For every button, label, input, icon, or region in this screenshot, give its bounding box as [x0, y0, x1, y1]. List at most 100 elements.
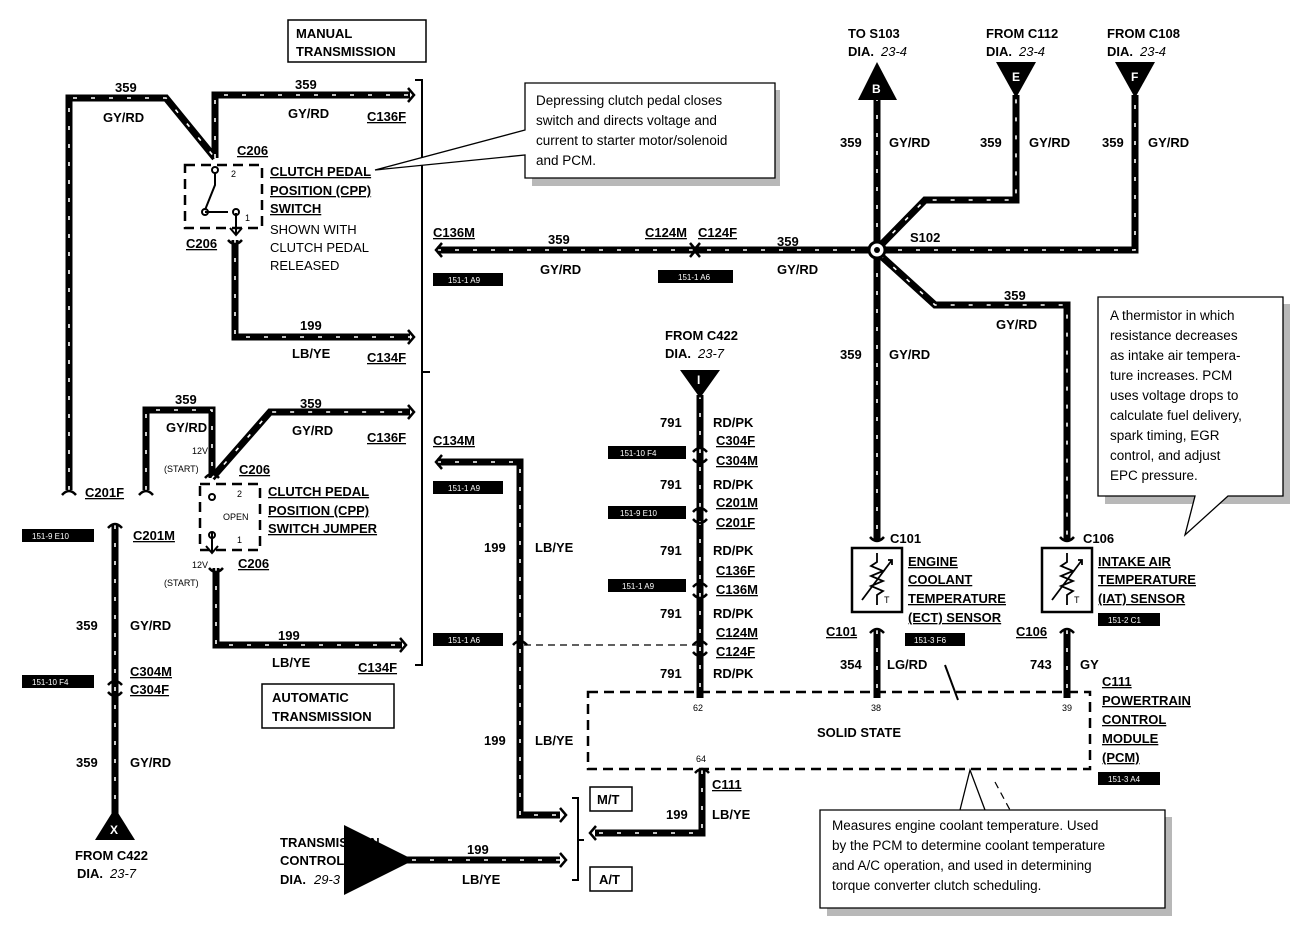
callout-iat-line: uses voltage drops to [1110, 388, 1238, 403]
label-359-f: 359 [76, 755, 98, 770]
from-c108-1: FROM C108 [1107, 26, 1180, 41]
cpp-note-1: SHOWN WITH [270, 222, 357, 237]
thermistor-symbols [861, 553, 1083, 605]
label-791-a: 791 [660, 415, 682, 430]
label-gyrd-m: GY/RD [889, 347, 930, 362]
label-start-b: (START) [164, 578, 199, 588]
ect-leader [944, 664, 959, 701]
ref-a9-a: 151-1 A9 [448, 276, 481, 285]
label-359-j: 359 [980, 135, 1002, 150]
wire-359-s102-e [877, 95, 1020, 249]
from-c422-a-3: 23-7 [697, 346, 725, 361]
manual-label-1: MANUAL [296, 26, 352, 41]
jumper-pin1: 1 [237, 535, 242, 545]
callout-iat-line: resistance decreases [1110, 328, 1238, 343]
label-gyrd-i: GY/RD [889, 135, 930, 150]
cpp-jumper-symbol [205, 493, 219, 555]
triangle-e [996, 62, 1036, 98]
ect-title-4: (ECT) SENSOR [908, 610, 1002, 625]
f-letter: F [1131, 70, 1138, 84]
jumper-pin2: 2 [237, 489, 242, 499]
pcm-title-2: CONTROL [1102, 712, 1166, 727]
jumper-title-2: POSITION (CPP) [268, 503, 369, 518]
at-label: A/T [599, 872, 620, 887]
connector-triangles [95, 62, 1155, 840]
manual-trans-box [287, 19, 427, 63]
ref-a4: 151-3 A4 [1108, 775, 1141, 784]
x-letter: X [110, 823, 118, 837]
ref-e10-a: 151-9 E10 [620, 509, 657, 518]
wire-359-s102-c106 [877, 252, 1071, 540]
ref-f6: 151-3 F6 [914, 636, 947, 645]
ect-title-2: COOLANT [908, 572, 972, 587]
label-c206-b: C206 [186, 236, 217, 251]
callout-iat-line: as intake air tempera- [1110, 348, 1241, 363]
callout-ect [819, 767, 1172, 916]
label-791-b: 791 [660, 477, 682, 492]
cpp-switch-box [183, 163, 264, 230]
from-c112-2: DIA. [986, 44, 1012, 59]
label-lbye-c: LB/YE [535, 540, 574, 555]
label-359-c: 359 [175, 392, 197, 407]
label-lbye-e: LB/YE [712, 807, 751, 822]
label-rdpk-a: RD/PK [713, 415, 754, 430]
label-199-b: 199 [278, 628, 300, 643]
label-791-d: 791 [660, 606, 682, 621]
label-791-c: 791 [660, 543, 682, 558]
from-c108-2: DIA. [1107, 44, 1133, 59]
label-c206-a: C206 [237, 143, 268, 158]
ect-title-1: ENGINE [908, 554, 958, 569]
label-c124f-b: C124F [716, 644, 755, 659]
label-c111-b: C111 [712, 777, 742, 792]
to-s103-3: 23-4 [880, 44, 907, 59]
label-743: 743 [1030, 657, 1052, 672]
callout-clutch-line: Depressing clutch pedal closes [536, 93, 722, 108]
label-gyrd-e: GY/RD [130, 618, 171, 633]
at-box [589, 866, 633, 892]
label-lbye-b: LB/YE [272, 655, 311, 670]
iat-title-2: TEMPERATURE [1098, 572, 1196, 587]
connector-marks [61, 87, 1075, 868]
pcm-pin-64: 64 [696, 754, 706, 764]
callout-iat-line: EPC pressure. [1110, 468, 1198, 483]
from-c108-3: 23-4 [1139, 44, 1166, 59]
cpp-note-2: CLUTCH PEDAL [270, 240, 369, 255]
pcm-pin-62: 62 [693, 703, 703, 713]
from-c422-b-2: DIA. [77, 866, 103, 881]
callout-iat-line: A thermistor in which [1110, 308, 1235, 323]
iat-t: T [1074, 595, 1080, 605]
label-c201f-b: C201F [716, 515, 755, 530]
auto-label-1: AUTOMATIC [272, 690, 349, 705]
callout-ect-line: by the PCM to determine coolant temperat… [832, 838, 1105, 853]
e-letter: E [1012, 70, 1020, 84]
label-359-d: 359 [300, 396, 322, 411]
callout-iat-line: control, and adjust [1110, 448, 1221, 463]
manual-label-2: TRANSMISSION [296, 44, 396, 59]
label-lbye-a: LB/YE [292, 346, 331, 361]
label-359-k: 359 [1102, 135, 1124, 150]
cpp-title-2: POSITION (CPP) [270, 183, 371, 198]
label-c106-b: C106 [1016, 624, 1047, 639]
label-c136f-c: C136F [716, 563, 755, 578]
callout-clutch-line: switch and directs voltage and [536, 113, 717, 128]
label-c106-a: C106 [1083, 531, 1114, 546]
auto-trans-box [261, 683, 395, 729]
wire-paths [65, 91, 1139, 895]
label-lbye-d: LB/YE [535, 733, 574, 748]
pcm-title-1: POWERTRAIN [1102, 693, 1191, 708]
auto-label-2: TRANSMISSION [272, 709, 372, 724]
label-c134f-a: C134F [367, 350, 406, 365]
label-354: 354 [840, 657, 862, 672]
ref-a9-c: 151-1 A9 [622, 582, 655, 591]
b-letter: B [872, 82, 881, 96]
label-c124m-a: C124M [645, 225, 687, 240]
ref-a6-b: 151-1 A6 [448, 636, 481, 645]
jumper-title-3: SWITCH JUMPER [268, 521, 378, 536]
label-12v-a: 12V [192, 446, 208, 456]
cpp-pin1-a: 1 [245, 213, 250, 223]
label-gyrd-c: GY/RD [166, 420, 207, 435]
callout-clutch-line: current to starter motor/solenoid [536, 133, 727, 148]
label-c134f-b: C134F [358, 660, 397, 675]
wire-199-c134f-upper [231, 240, 410, 341]
to-s103-1: TO S103 [848, 26, 900, 41]
